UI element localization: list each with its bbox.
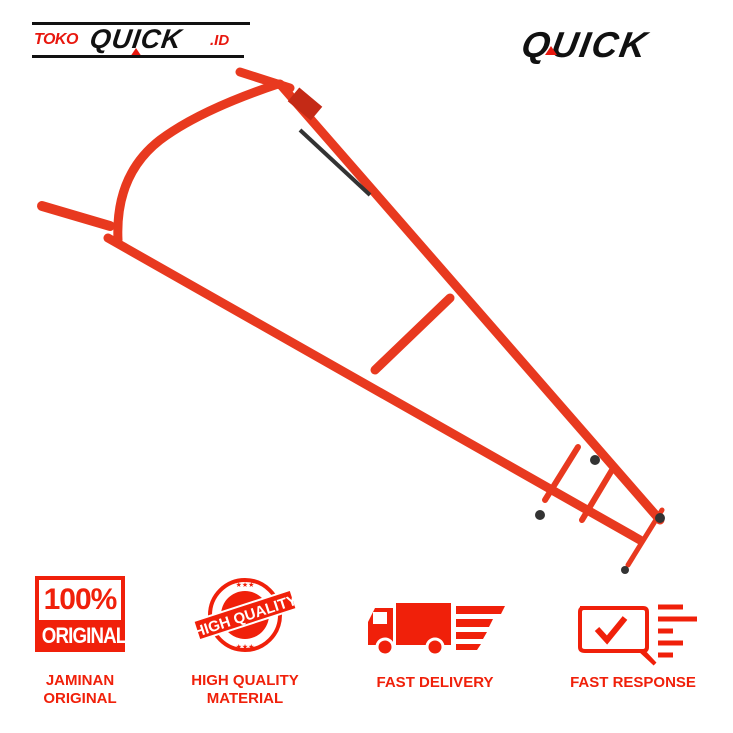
logo-prefix: TOKO	[34, 31, 78, 48]
badge-response-label: FAST RESPONSE	[570, 674, 696, 691]
frame-hardware	[287, 87, 665, 574]
seal-text-top: 100%	[39, 580, 121, 620]
logo-suffix: .ID	[210, 32, 230, 49]
label-line1: HIGH QUALITY	[191, 672, 299, 689]
rear-crossbar-2	[579, 467, 615, 523]
badge-quality-label: HIGH QUALITY MATERIAL	[165, 672, 325, 708]
svg-text:★★★: ★★★	[236, 581, 255, 589]
label-line2: ORIGINAL	[43, 690, 117, 707]
high-quality-stamp-icon: ★★★ ★★★ HIGH QUALITY	[192, 578, 299, 652]
left-stub	[37, 201, 115, 231]
logo-rule-top	[32, 22, 250, 25]
rear-crossbar-1	[542, 444, 581, 503]
frame-tubes	[37, 67, 665, 568]
svg-text:★★★: ★★★	[236, 643, 255, 651]
seal-text-bottom: ORIGINAL	[41, 623, 127, 648]
delivery-truck-icon	[368, 603, 505, 657]
upper-rail	[275, 79, 665, 525]
chat-check-icon	[578, 604, 697, 666]
lower-rail	[103, 233, 645, 545]
store-logo: TOKO QUICK .ID	[30, 22, 250, 58]
badge-original-label: JAMINAN ORIGINAL	[0, 672, 160, 708]
label-line2: MATERIAL	[206, 690, 284, 707]
logo-triangle-icon	[130, 48, 142, 57]
brand-logo-triangle-icon	[545, 46, 557, 55]
badge-delivery-label: FAST DELIVERY	[376, 674, 494, 691]
curved-handle	[113, 79, 283, 245]
logo-rule-bottom	[32, 55, 244, 58]
label-line1: JAMINAN	[45, 672, 115, 689]
mid-crossbar	[370, 293, 455, 375]
original-seal-icon: 100% ORIGINAL	[35, 576, 127, 652]
